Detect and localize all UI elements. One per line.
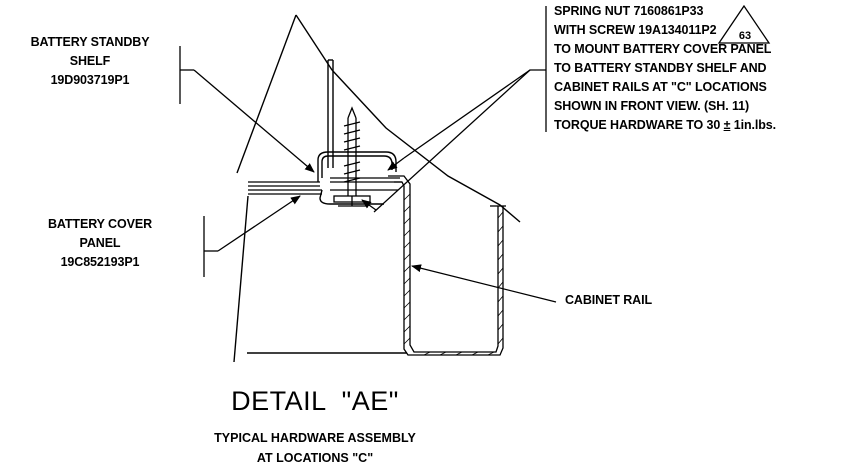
cabinet-rail (388, 175, 506, 356)
battery-shelf-line2: SHELF (69, 54, 111, 68)
detail-subtitle: TYPICAL HARDWARE ASSEMBLY AT LOCATIONS "… (155, 428, 475, 468)
spring-nut-callout: SPRING NUT 7160861P33 WITH SCREW 19A1340… (554, 2, 776, 135)
spring-nut-line1: SPRING NUT 7160861P33 (554, 4, 704, 18)
leader-spring-nut (361, 6, 547, 213)
battery-cover-line1: BATTERY COVER (47, 217, 153, 231)
plus-minus-symbol: ± (723, 118, 731, 132)
spring-nut-line6: SHOWN IN FRONT VIEW. (SH. 11) (554, 99, 750, 113)
torque-suffix: 1in.lbs. (730, 118, 776, 132)
detail-subtitle-line1: TYPICAL HARDWARE ASSEMBLY (214, 431, 416, 445)
leader-cabinet-rail (411, 264, 557, 303)
detail-title: DETAIL "AE" (231, 386, 399, 416)
spring-nut-line2: WITH SCREW 19A134011P2 (554, 23, 717, 37)
battery-cover-callout: BATTERY COVER PANEL 19C852193P1 (12, 215, 188, 272)
battery-shelf-callout: BATTERY STANDBY SHELF 19D903719P1 (2, 33, 178, 90)
cabinet-rail-label: CABINET RAIL (565, 293, 652, 307)
spring-nut-line4: TO BATTERY STANDBY SHELF AND (554, 61, 767, 75)
note-flag-triangle (717, 4, 771, 44)
leader-battery-cover (203, 195, 301, 277)
battery-cover-line2: PANEL (79, 236, 121, 250)
note-flag-number: 63 (739, 30, 751, 42)
shelf-vertical-flange (327, 59, 334, 168)
battery-shelf-line1: BATTERY STANDBY (30, 35, 150, 49)
battery-cover-part-number: 19C852193P1 (60, 255, 140, 269)
screw (333, 106, 371, 207)
spring-nut-line3: TO MOUNT BATTERY COVER PANEL (554, 42, 772, 56)
leader-battery-shelf (179, 46, 315, 173)
section-break-lines (233, 14, 521, 363)
battery-shelf-part-number: 19D903719P1 (50, 73, 130, 87)
torque-prefix: TORQUE HARDWARE TO 30 (554, 118, 724, 132)
cabinet-rail-hatching (403, 193, 504, 356)
panel-stack (248, 177, 402, 195)
spring-nut-line5: CABINET RAILS AT "C" LOCATIONS (554, 80, 767, 94)
torque-line: TORQUE HARDWARE TO 30 ± 1in.lbs. (554, 116, 776, 135)
detail-subtitle-line2: AT LOCATIONS "C" (256, 451, 374, 465)
cabinet-rail-callout: CABINET RAIL (565, 291, 652, 310)
